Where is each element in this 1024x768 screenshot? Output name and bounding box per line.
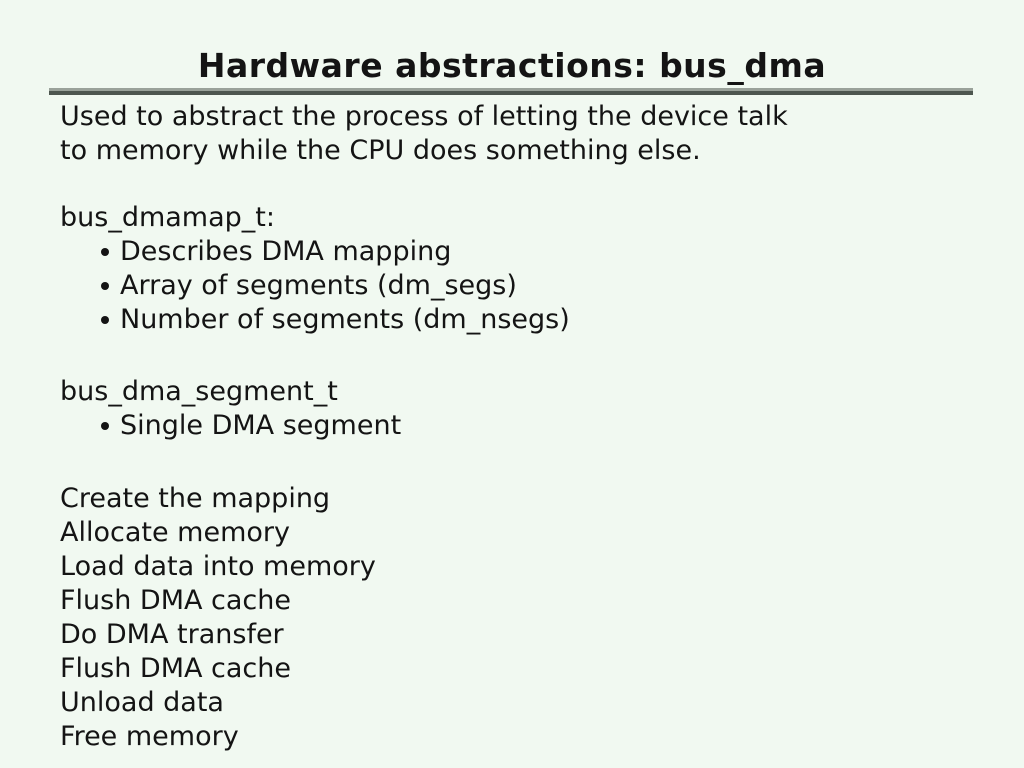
list-item: Single DMA segment — [60, 409, 980, 443]
step-line: Load data into memory — [60, 551, 376, 582]
step-line: Free memory — [60, 721, 239, 752]
list-item: Number of segments (dm_nsegs) — [60, 303, 980, 337]
segment-heading: bus_dma_segment_t — [60, 376, 338, 407]
bullet-icon — [101, 248, 109, 256]
list-item-label: Number of segments (dm_nsegs) — [120, 304, 570, 335]
blank-line — [60, 168, 980, 201]
step-line: Unload data — [60, 687, 224, 718]
list-item-label: Single DMA segment — [120, 410, 402, 441]
slide-body: Used to abstract the process of letting … — [60, 100, 980, 754]
list-item-label: Describes DMA mapping — [120, 236, 452, 267]
title-rule-divider — [49, 88, 973, 95]
step-line: Flush DMA cache — [60, 653, 292, 684]
intro-line: to memory while the CPU does something e… — [60, 135, 701, 166]
list-item-label: Array of segments (dm_segs) — [120, 270, 517, 301]
list-item: Array of segments (dm_segs) — [60, 269, 980, 303]
step-line: Allocate memory — [60, 517, 290, 548]
dmamap-heading: bus_dmamap_t: — [60, 202, 275, 233]
bullet-icon — [101, 422, 109, 430]
step-line: Do DMA transfer — [60, 619, 284, 650]
step-line: Flush DMA cache — [60, 585, 292, 616]
step-line: Create the mapping — [60, 483, 331, 514]
bullet-icon — [101, 316, 109, 324]
blank-line — [60, 443, 980, 482]
list-item: Describes DMA mapping — [60, 235, 980, 269]
bullet-icon — [101, 282, 109, 290]
slide-title: Hardware abstractions: bus_dma — [197, 46, 827, 85]
intro-line: Used to abstract the process of letting … — [60, 101, 788, 132]
blank-line — [60, 337, 980, 375]
